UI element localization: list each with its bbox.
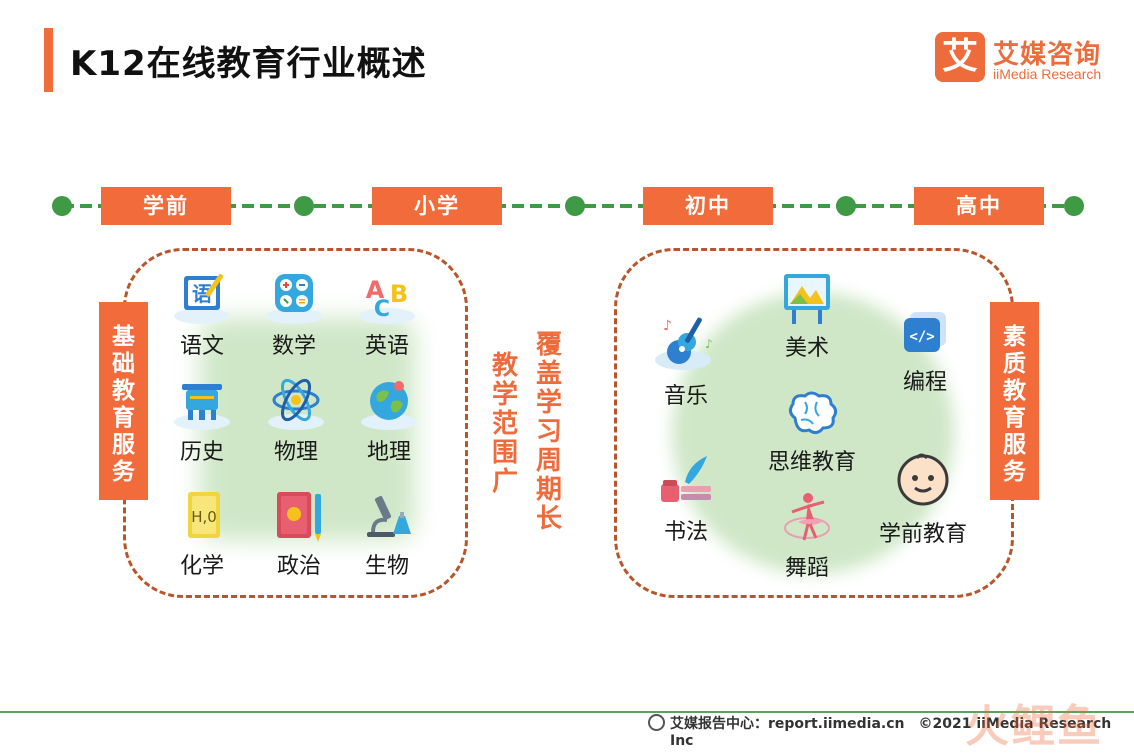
- subject-label: 数学: [271, 334, 316, 359]
- red-book-icon: [277, 492, 321, 542]
- timeline-node: [836, 196, 856, 216]
- subject-math: 数学: [249, 270, 339, 360]
- timeline-node: [1064, 196, 1084, 216]
- easel-painting-icon: [784, 274, 830, 324]
- quality-education-label: 素质教育服务: [990, 302, 1039, 500]
- globe-icon: [648, 714, 665, 731]
- subject-label: 化学: [179, 554, 224, 579]
- watermark: 火鲤鱼: [965, 701, 1103, 752]
- chinese-book-icon: 语: [174, 273, 230, 324]
- svg-text:♪: ♪: [663, 318, 672, 334]
- quality-art: 美术: [772, 272, 842, 362]
- quality-music: ♪ ♪ 音乐: [650, 312, 722, 410]
- page-title: K12在线教育行业概述: [70, 44, 427, 84]
- subject-english: A B C 英语: [342, 270, 432, 360]
- svg-text:</>: </>: [909, 329, 934, 345]
- subject-chinese: 语 语文: [157, 270, 247, 360]
- svg-text:C: C: [374, 297, 390, 322]
- stage-preschool: 学前: [101, 187, 231, 225]
- subject-physics: 物理: [251, 376, 341, 466]
- subject-label: 历史: [179, 440, 224, 465]
- ink-brush-icon: [661, 456, 711, 502]
- svg-text:语: 语: [192, 282, 212, 306]
- subject-chemistry: H,0 化学: [157, 490, 247, 580]
- logo-mark: 艾: [935, 32, 985, 82]
- logo-english-name: iiMedia Research: [993, 66, 1102, 82]
- microscope-icon: [367, 496, 411, 537]
- brand-logo: 艾 艾媒咨询 iiMedia Research: [935, 32, 1113, 84]
- quality-thinking: 思维教育: [764, 388, 860, 476]
- note-wide-scope: 教学范围广: [491, 351, 518, 497]
- abc-blocks-icon: A B C: [359, 276, 415, 324]
- brain-icon: [788, 391, 838, 435]
- stage-junior-high: 初中: [643, 187, 773, 225]
- subject-label: 政治: [276, 554, 321, 579]
- basic-education-label: 基础教育服务: [99, 302, 148, 500]
- subject-politics: 政治: [254, 488, 344, 580]
- guitar-icon: ♪ ♪: [655, 317, 713, 370]
- svg-text:H,0: H,0: [191, 508, 217, 526]
- subject-geography: 地理: [344, 376, 434, 466]
- ancient-cauldron-icon: [174, 384, 230, 430]
- baby-face-icon: [897, 453, 949, 506]
- education-stage-timeline: 学前 小学 初中 高中: [0, 180, 1134, 230]
- globe-icon: [361, 381, 417, 430]
- subject-label: 物理: [273, 440, 318, 465]
- note-long-cycle: 覆盖学习周期长: [535, 330, 562, 534]
- footer-divider: [0, 711, 1134, 713]
- svg-text:B: B: [390, 280, 408, 308]
- timeline-node: [52, 196, 72, 216]
- subject-label: 生物: [364, 554, 409, 579]
- chemistry-note-icon: H,0: [188, 492, 220, 538]
- ballerina-icon: [784, 493, 830, 541]
- quality-dance: 舞蹈: [772, 488, 842, 582]
- logo-chinese-name: 艾媒咨询: [993, 40, 1102, 70]
- subject-history: 历史: [157, 376, 247, 466]
- code-window-icon: </>: [904, 312, 946, 352]
- svg-text:A: A: [366, 276, 385, 304]
- footer-source: 艾媒报告中心：report.iimedia.cn ©2021 iiMedia R…: [670, 716, 1112, 749]
- subject-label: 语文: [179, 334, 224, 359]
- subject-biology: 生物: [342, 490, 432, 580]
- timeline-node: [294, 196, 314, 216]
- title-accent-bar: [44, 28, 53, 92]
- calculator-icon: [266, 274, 322, 324]
- stage-primary: 小学: [372, 187, 502, 225]
- svg-text:♪: ♪: [705, 337, 713, 351]
- atom-icon: [268, 378, 324, 430]
- subject-label: 地理: [366, 440, 411, 465]
- stage-senior-high: 高中: [914, 187, 1044, 225]
- quality-calligraphy: 书法: [650, 452, 722, 546]
- timeline-node: [565, 196, 585, 216]
- quality-coding: </> 编程: [894, 308, 956, 396]
- subject-label: 英语: [364, 334, 409, 359]
- quality-preschool: 学前教育: [872, 450, 974, 548]
